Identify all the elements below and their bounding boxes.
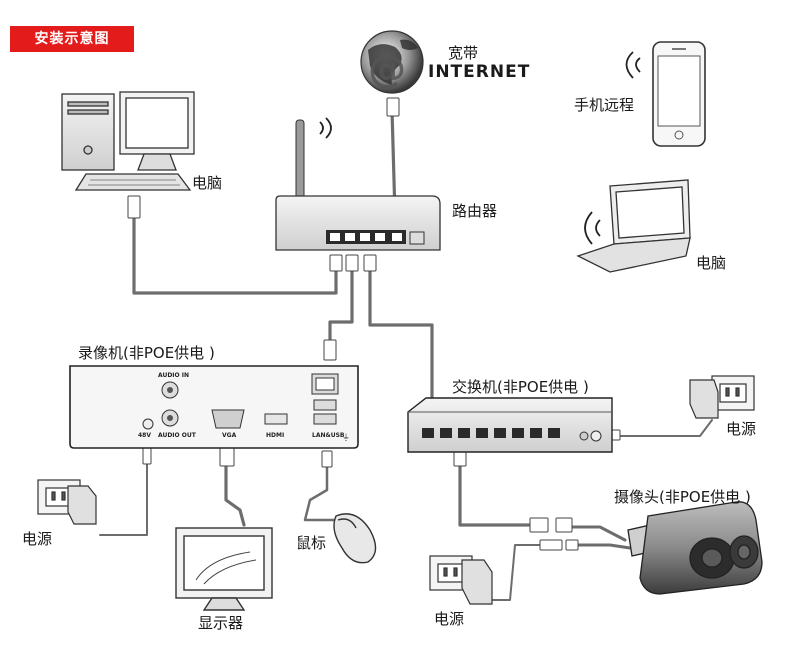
mouse-icon (333, 513, 377, 564)
cable-vga-monitor (224, 460, 246, 527)
internet-globe-icon: @ (360, 30, 424, 94)
page-title: 安装示意图 (10, 26, 134, 52)
network-switch-icon (407, 397, 613, 453)
nvr-port-vga: VGA (222, 432, 237, 439)
svg-text:⏚: ⏚ (342, 433, 350, 442)
connector-inet (386, 97, 400, 117)
power-adapter-switch-icon (689, 375, 755, 419)
connector-router-3 (363, 254, 377, 272)
connector-camera-power (539, 539, 563, 551)
connectors (127, 97, 621, 551)
connector-camera (529, 517, 549, 533)
cable-usb-mouse (303, 463, 342, 522)
label-power-camera: 电源 (434, 610, 465, 628)
cable-camera-lead-2 (568, 543, 632, 550)
label-router: 路由器 (452, 202, 498, 220)
label-internet: INTERNET (428, 62, 531, 82)
label-phone-remote: 手机远程 (574, 96, 635, 114)
nvr-port-audio-out: AUDIO OUT (158, 432, 196, 439)
connector-pc (127, 195, 141, 219)
label-broadband: 宽带 (448, 44, 479, 62)
connector-camera-2 (555, 517, 573, 533)
label-camera: 摄像头(非POE供电 ) (614, 488, 751, 506)
svg-text:@: @ (368, 47, 406, 91)
nvr-port-dc: 48V (138, 432, 151, 439)
connector-router-1 (329, 254, 343, 272)
cable-pc-router (132, 213, 338, 295)
monitor-icon (175, 527, 273, 611)
bullet-camera-icon (627, 501, 763, 595)
label-power-switch: 电源 (726, 420, 757, 438)
cable-camera-lead (568, 525, 627, 542)
connector-usb (321, 450, 333, 468)
cables (99, 108, 713, 601)
label-monitor: 显示器 (198, 614, 244, 632)
label-laptop: 电脑 (696, 254, 727, 272)
smartphone-icon (625, 41, 706, 147)
label-pc-top: 电脑 (192, 174, 223, 192)
connector-nvr (323, 339, 337, 361)
cable-router-nvr (328, 266, 354, 357)
laptop-icon (576, 179, 691, 273)
nvr-port-hdmi: HDMI (266, 432, 285, 439)
cable-router-switch (368, 266, 434, 400)
cable-switch-power (619, 419, 713, 437)
power-adapter-nvr-icon (37, 479, 97, 525)
nvr-recorder-icon: ⏚ (69, 365, 359, 449)
connector-camera-power-2 (565, 539, 579, 551)
connector-nvr-dc (142, 447, 152, 465)
label-power-nvr: 电源 (22, 530, 53, 548)
connector-vga (219, 445, 235, 467)
cable-switch-camera (458, 460, 532, 527)
cable-camera-power (489, 544, 561, 601)
label-mouse: 鼠标 (296, 534, 327, 552)
desktop-pc-icon (61, 91, 195, 191)
power-adapter-camera-icon (429, 555, 493, 605)
label-switch: 交换机(非POE供电 ) (452, 378, 589, 396)
cable-nvr-power (99, 459, 148, 536)
nvr-port-lan-usb: LAN&USB (312, 432, 345, 439)
router-icon (275, 117, 441, 251)
label-nvr: 录像机(非POE供电 ) (78, 344, 215, 362)
connector-router-2 (345, 254, 359, 272)
nvr-port-audio-in: AUDIO IN (158, 372, 189, 379)
